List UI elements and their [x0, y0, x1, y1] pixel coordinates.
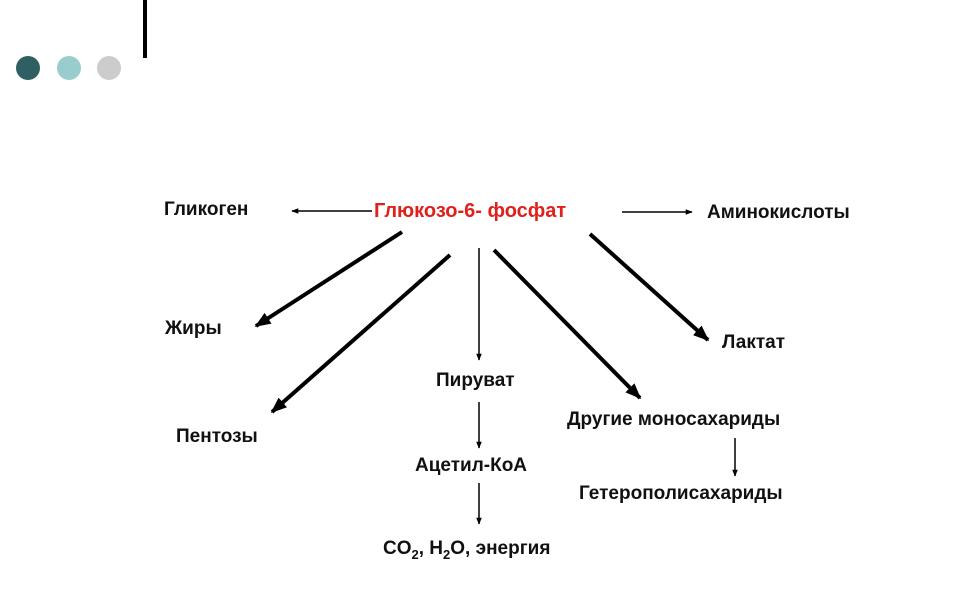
node-pentoses: Пентозы — [176, 426, 258, 447]
title-divider-bar — [143, 0, 147, 58]
products-h: , H — [418, 538, 444, 559]
arrow-to-pentoses — [270, 253, 452, 414]
node-glucose-6-phosphate: Глюкозо-6- фосфат — [374, 200, 567, 222]
arrow-to-other-monosaccharides — [492, 248, 642, 400]
products-sub-2: 2 — [443, 547, 451, 562]
arrow-to-lactate — [588, 232, 710, 342]
arrow-to-fats — [254, 230, 404, 328]
node-lactate: Лактат — [722, 332, 786, 353]
node-acetyl-coa: Ацетил-КоА — [415, 455, 528, 476]
node-glycogen: Гликоген — [164, 199, 249, 220]
slide-dot-3 — [97, 56, 121, 80]
products-sub-1: 2 — [411, 547, 419, 562]
products-co: CO — [383, 538, 412, 559]
products-tail: O, энергия — [450, 538, 551, 559]
node-heteropolysaccharides: Гетерополисахариды — [579, 483, 783, 504]
node-amino-acids: Аминокислоты — [707, 202, 850, 223]
node-other-monosaccharides: Другие моносахариды — [567, 409, 781, 430]
node-pyruvate: Пируват — [436, 370, 515, 391]
node-fats: Жиры — [165, 318, 222, 339]
slide-dot-2 — [57, 56, 81, 80]
node-final-products: CO2, H2O, энергия — [383, 538, 551, 561]
slide-dot-1 — [16, 56, 40, 80]
